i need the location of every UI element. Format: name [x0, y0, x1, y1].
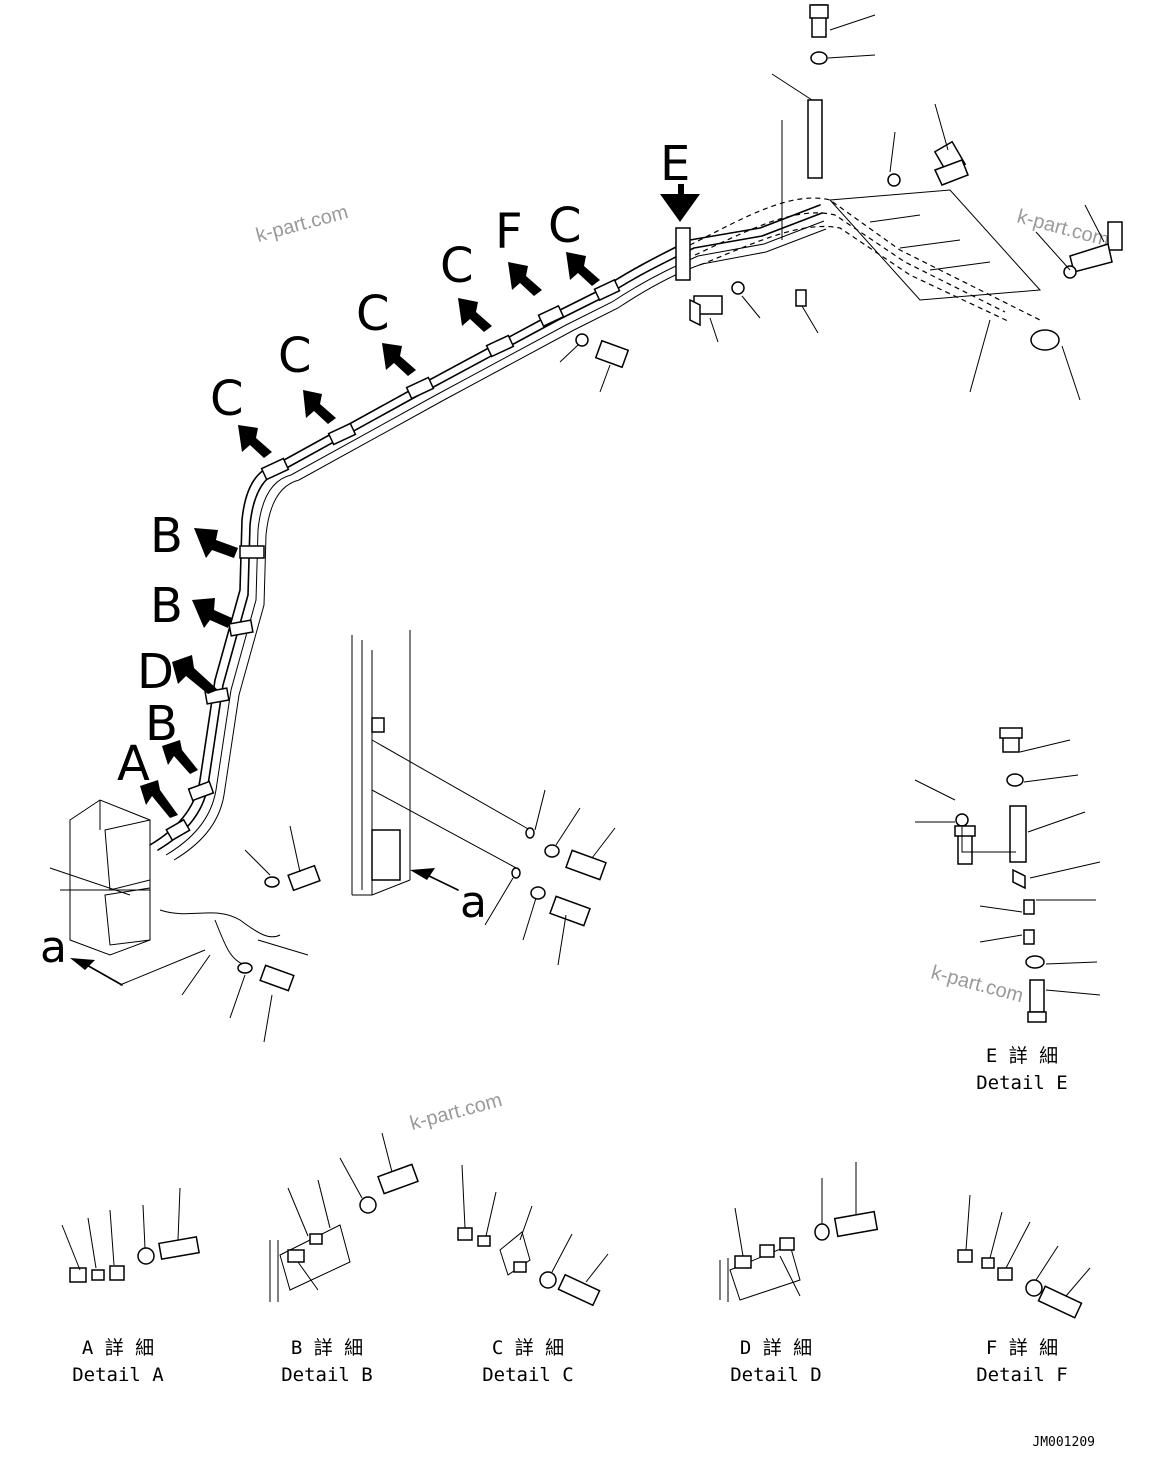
detail-c-caption-en: Detail C: [482, 1364, 574, 1386]
detail-d-caption-jp: D 詳 細: [740, 1337, 812, 1359]
callout-f: F: [495, 204, 523, 260]
detail-d-caption-en: Detail D: [730, 1364, 822, 1386]
detail-a-caption-en: Detail A: [72, 1364, 164, 1386]
detail-a-caption-jp: A 詳 細: [82, 1337, 154, 1359]
detail-c-drawing: [457, 1164, 609, 1307]
detail-a-drawing: [61, 1187, 200, 1283]
callout-c-2: C: [278, 328, 312, 384]
detail-c-caption-jp: C 詳 細: [492, 1337, 564, 1359]
detail-d-drawing: [719, 1162, 879, 1302]
detail-f-drawing: [957, 1194, 1091, 1319]
callout-e: E: [660, 136, 690, 192]
callout-c-5: C: [548, 198, 582, 254]
detail-f-caption-en: Detail F: [976, 1364, 1068, 1386]
hose-bundle: [149, 204, 827, 861]
detail-b-caption-en: Detail B: [281, 1364, 373, 1386]
detail-f-caption-jp: F 詳 細: [986, 1337, 1058, 1359]
callout-c-3: C: [356, 286, 390, 342]
view-a-center: a: [460, 877, 487, 928]
callout-letters: A B D B B C C C C F C E: [117, 136, 690, 792]
lower-left-assembly: [49, 799, 321, 1043]
detail-e-caption-en: Detail E: [976, 1072, 1068, 1094]
detail-b-drawing: [269, 1132, 419, 1302]
watermark-1: k-part.com: [254, 201, 351, 247]
detail-e-caption-jp: E 詳 細: [986, 1045, 1058, 1067]
upper-right-assembly: [559, 4, 1123, 401]
watermark-4: k-part.com: [929, 962, 1026, 1008]
callout-a: A: [117, 736, 150, 792]
detail-e-drawing: [914, 727, 1101, 1023]
watermark-3: k-part.com: [408, 1089, 505, 1135]
callout-b-3: B: [145, 696, 178, 752]
callout-b-2: B: [150, 578, 183, 634]
callout-c-4: C: [440, 238, 474, 294]
callout-arrows: [140, 184, 700, 818]
detail-captions: E 詳 細 Detail E A 詳 細 Detail A B 詳 細 Deta…: [72, 1045, 1068, 1386]
view-a-left: a: [40, 922, 67, 973]
callout-d: D: [137, 644, 174, 700]
callout-b-1: B: [150, 508, 183, 564]
callout-c-1: C: [210, 371, 244, 427]
detail-b-caption-jp: B 詳 細: [291, 1337, 363, 1359]
document-number: JM001209: [1032, 1435, 1095, 1450]
view-a-member: [351, 630, 616, 966]
bundle-clamps: [165, 278, 621, 842]
